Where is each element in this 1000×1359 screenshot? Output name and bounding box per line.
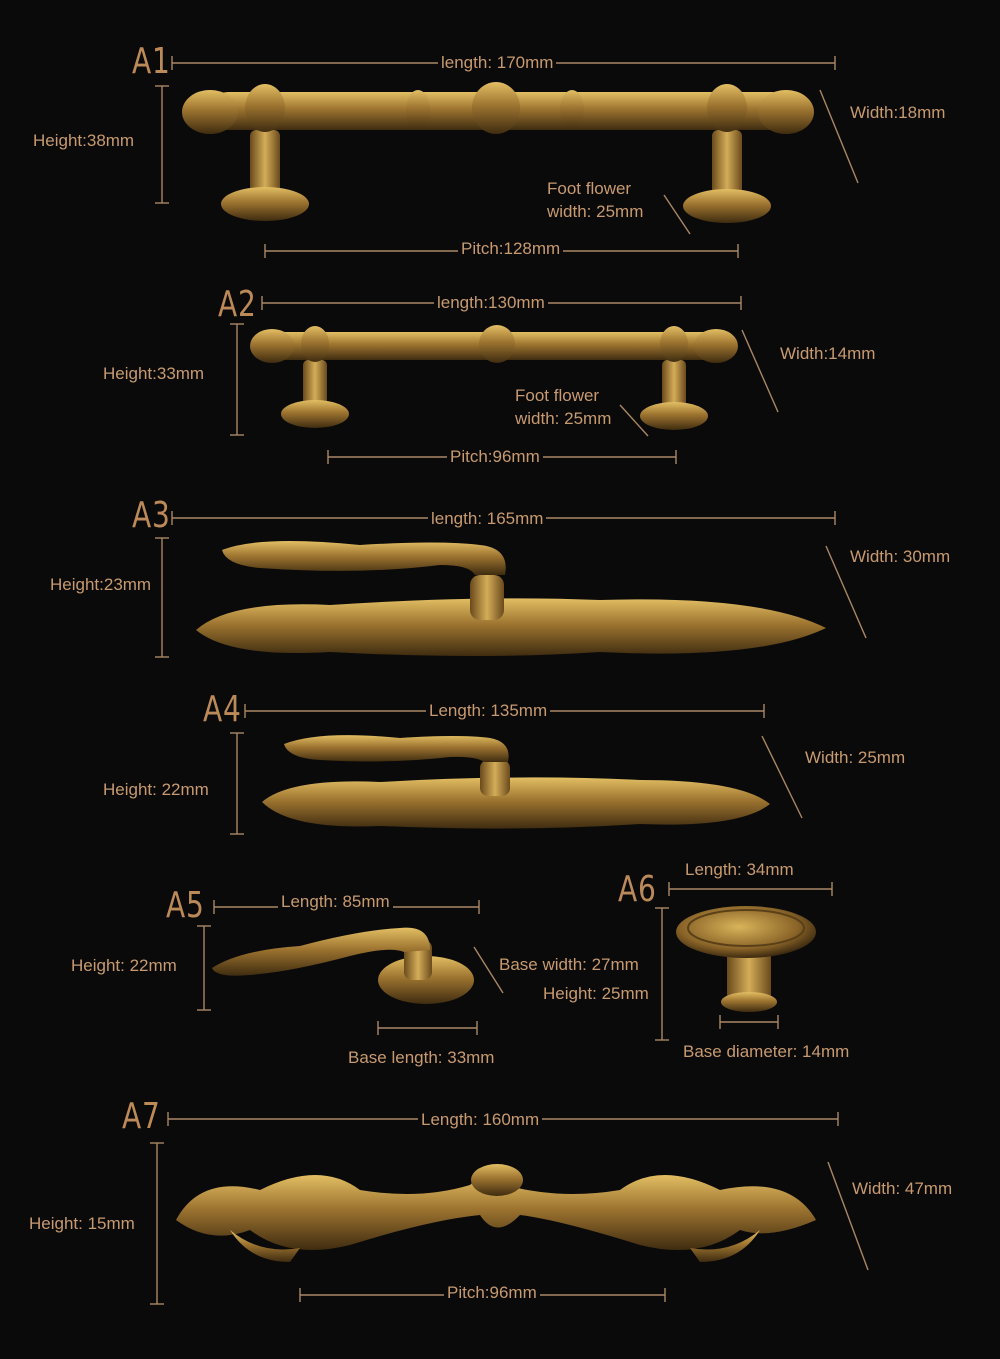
a2-code-label: A2 xyxy=(218,284,257,325)
a1-width-label: Width:18mm xyxy=(850,103,946,122)
a7-length-label: Length: 160mm xyxy=(418,1110,543,1130)
a5-base-length-label: Base length: 33mm xyxy=(348,1048,495,1067)
a4-length-label: Length: 135mm xyxy=(426,701,551,721)
a1-length-label: length: 170mm xyxy=(438,53,557,73)
a1-foot-flower-label: Foot flower xyxy=(547,179,632,198)
a4-width-label: Width: 25mm xyxy=(805,748,906,767)
a2-foot-flower-label: Foot flower xyxy=(515,386,600,405)
a2-length-label: length:130mm xyxy=(434,293,548,313)
a3-height-label: Height:23mm xyxy=(50,575,152,594)
a1-foot-flower-width-label: width: 25mm xyxy=(547,202,644,221)
a2-height-label: Height:33mm xyxy=(103,364,205,383)
a5-code-label: A5 xyxy=(166,885,205,926)
a4-code-label: A4 xyxy=(203,689,242,730)
a3-handle-image xyxy=(196,541,826,656)
a6-code-label: A6 xyxy=(618,869,657,910)
a2-foot-flower-width-label: width: 25mm xyxy=(515,409,612,428)
a3-code-label: A3 xyxy=(132,495,171,536)
a7-handle-image xyxy=(176,1164,816,1262)
a2-handle-image xyxy=(250,325,738,430)
a5-height-2-label: Height: 25mm xyxy=(543,984,649,1003)
a2-pitch-label: Pitch:96mm xyxy=(447,447,543,467)
a7-width-label: Width: 47mm xyxy=(852,1179,953,1198)
a5-height-label: Height: 22mm xyxy=(71,956,177,975)
a7-code-label: A7 xyxy=(122,1096,161,1137)
a4-handle-image xyxy=(262,735,770,829)
a6-dimension-lines xyxy=(655,882,833,1041)
a2-width-label: Width:14mm xyxy=(780,344,876,363)
a6-base-diameter-label: Base diameter: 14mm xyxy=(683,1042,850,1061)
a1-pitch-label: Pitch:128mm xyxy=(458,239,564,259)
a4-height-label: Height: 22mm xyxy=(103,780,209,799)
a7-pitch-label: Pitch:96mm xyxy=(444,1283,540,1303)
a1-code-label: A1 xyxy=(132,41,171,82)
a1-height-label: Height:38mm xyxy=(33,131,135,150)
a6-length-label: Length: 34mm xyxy=(685,860,794,879)
a5-length-label: Length: 85mm xyxy=(278,892,393,912)
a6-knob-image xyxy=(676,906,816,1012)
a3-length-label: length: 165mm xyxy=(428,509,547,529)
a3-width-label: Width: 30mm xyxy=(850,547,951,566)
a5-base-width-label: Base width: 27mm xyxy=(499,955,639,974)
a1-handle-image xyxy=(182,82,814,223)
a5-handle-image xyxy=(212,927,474,1004)
a7-height-label: Height: 15mm xyxy=(29,1214,135,1233)
